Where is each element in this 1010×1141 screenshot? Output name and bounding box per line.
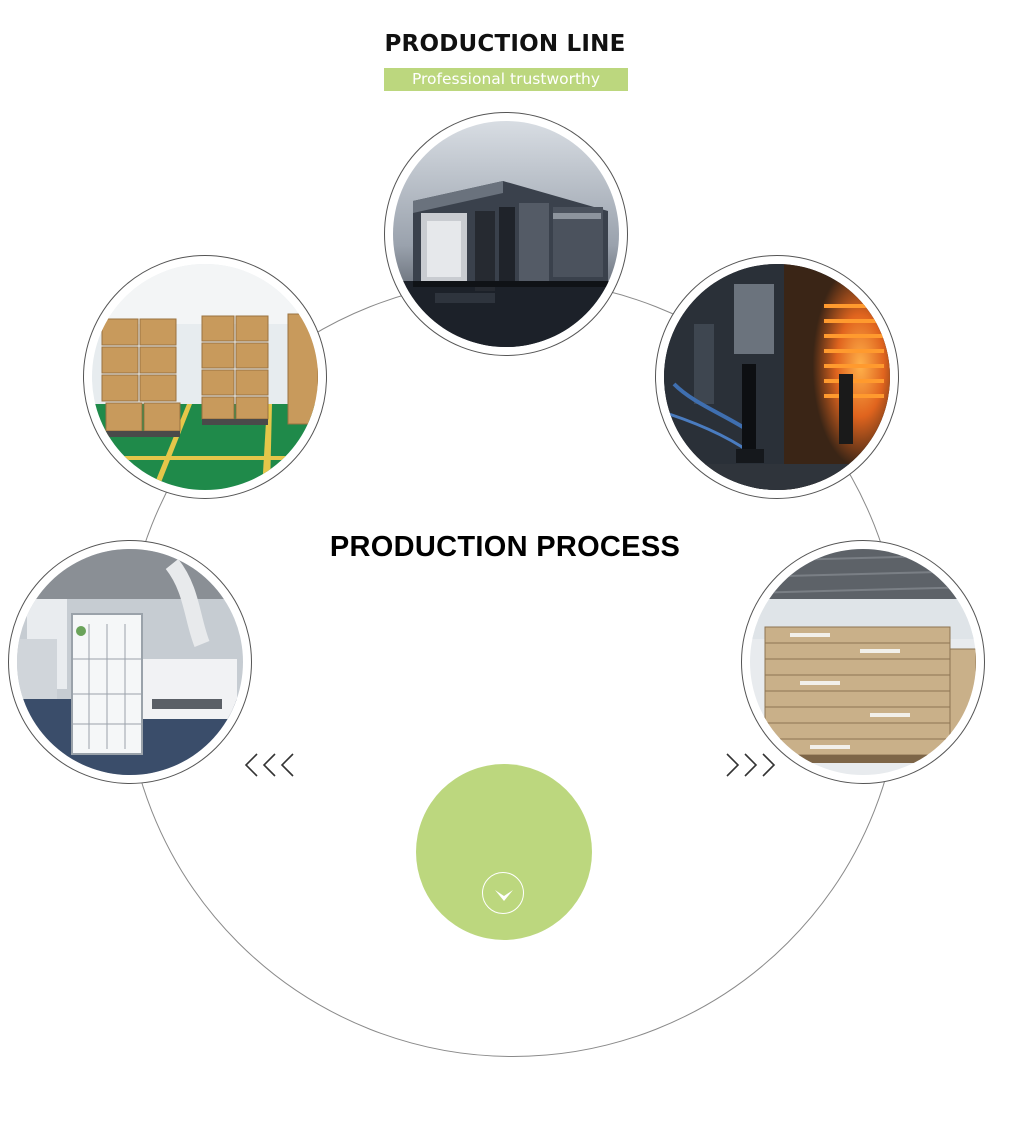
process-title: PRODUCTION PROCESS — [329, 531, 681, 563]
photo-paper-pallets — [741, 540, 985, 784]
center-accent-circle — [416, 764, 592, 940]
photo-printing-press — [384, 112, 628, 356]
chevron-triple-left-icon[interactable] — [243, 750, 299, 780]
photo-heating-machine — [655, 255, 899, 499]
scroll-down-button[interactable] — [482, 872, 524, 914]
extrusion-machine-photo — [17, 549, 243, 775]
section-title: PRODUCTION LINE — [384, 31, 626, 57]
chevron-triple-right-icon[interactable] — [723, 750, 779, 780]
photo-warehouse-boxes — [83, 255, 327, 499]
chevron-down-icon — [495, 890, 513, 901]
printing-press-photo — [393, 121, 619, 347]
photo-extrusion-machine — [8, 540, 252, 784]
heating-machine-photo — [664, 264, 890, 490]
section-subtitle: Professional trustworthy — [384, 68, 628, 91]
paper-pallets-photo — [750, 549, 976, 775]
warehouse-boxes-photo — [92, 264, 318, 490]
